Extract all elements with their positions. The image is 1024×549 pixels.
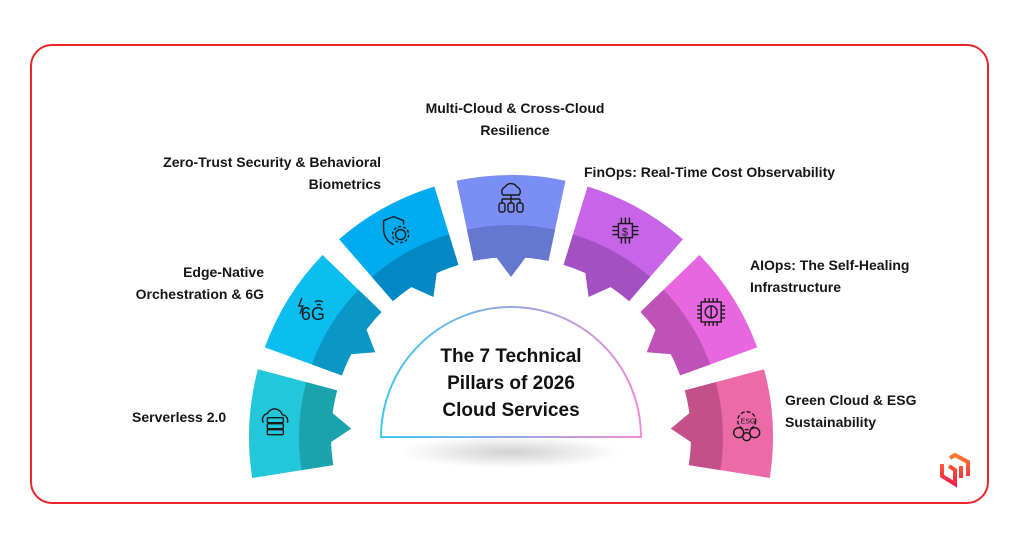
label-line: Resilience [480,122,550,138]
segment-inner-band [371,234,459,302]
pillar-segment: 6G [264,254,382,376]
label-serverless: Serverless 2.0 [132,406,226,428]
shield-gear-icon [382,215,410,246]
pillar-segment: $ [563,186,683,302]
label-line: Multi-Cloud & Cross-Cloud [425,100,605,116]
label-aiops: AIOps: The Self-Healing Infrastructure [750,254,909,298]
pillar-segment: ESG [670,369,773,478]
pillar-segment [339,186,459,302]
label-line: Infrastructure [750,279,842,295]
title-line: Pillars of 2026 [447,373,575,394]
outer-frame [30,44,989,504]
esg-gear-icon: ESG [732,410,761,442]
segment-pointer [409,270,437,298]
label-line: Edge-Native [183,264,264,280]
label-line: Biometrics [308,176,381,192]
svg-text:$: $ [622,227,628,239]
segment-inner-band [299,382,338,471]
cube-logo-icon [940,452,970,488]
segment-pointer [495,255,527,277]
label-line: Zero-Trust Security & Behavioral [163,154,381,170]
label-line: Orchestration & 6G [135,286,264,302]
segment-inner-band [640,289,711,376]
6g-signal-icon: 6G [297,297,325,324]
label-line: Sustainability [785,414,877,430]
label-zero-trust: Zero-Trust Security & Behavioral Biometr… [163,151,381,195]
segment-inner-band [466,225,556,261]
label-finops: FinOps: Real-Time Cost Observability [584,161,835,183]
label-line: Green Cloud & ESG [785,392,917,408]
pillar-segment [456,175,566,277]
label-green-cloud: Green Cloud & ESG Sustainability [785,389,916,433]
pillar-segment [249,369,352,478]
pillar-segment [640,254,758,376]
segment-pointer [585,270,613,298]
diagram-title: The 7 Technical Pillars of 2026 Cloud Se… [411,343,611,424]
segment-pointer [329,411,352,444]
brain-chip-icon [697,297,726,326]
svg-text:6G: 6G [301,304,325,324]
segment-inner-band [311,289,382,376]
title-line: Cloud Services [442,400,580,421]
title-line: The 7 Technical [440,346,582,367]
dollar-chip-icon: $ [612,217,639,244]
title-semicircle [379,306,643,438]
segment-pointer [670,411,693,444]
label-edge-native: Edge-Native Orchestration & 6G [136,261,264,305]
label-line: FinOps: Real-Time Cost Observability [584,164,836,180]
label-multi-cloud: Multi-Cloud & Cross-Cloud Resilience [395,97,635,141]
segment-pointer [348,327,376,355]
segment-inner-band [563,234,651,302]
title-shadow [401,436,621,468]
cloud-server-icon [261,408,289,436]
label-line: Serverless 2.0 [132,409,227,425]
cloud-database-icon [498,182,524,213]
label-line: AIOps: The Self-Healing [750,257,910,273]
svg-text:ESG: ESG [741,419,756,426]
segment-pointer [646,327,674,355]
segment-inner-band [684,382,723,471]
